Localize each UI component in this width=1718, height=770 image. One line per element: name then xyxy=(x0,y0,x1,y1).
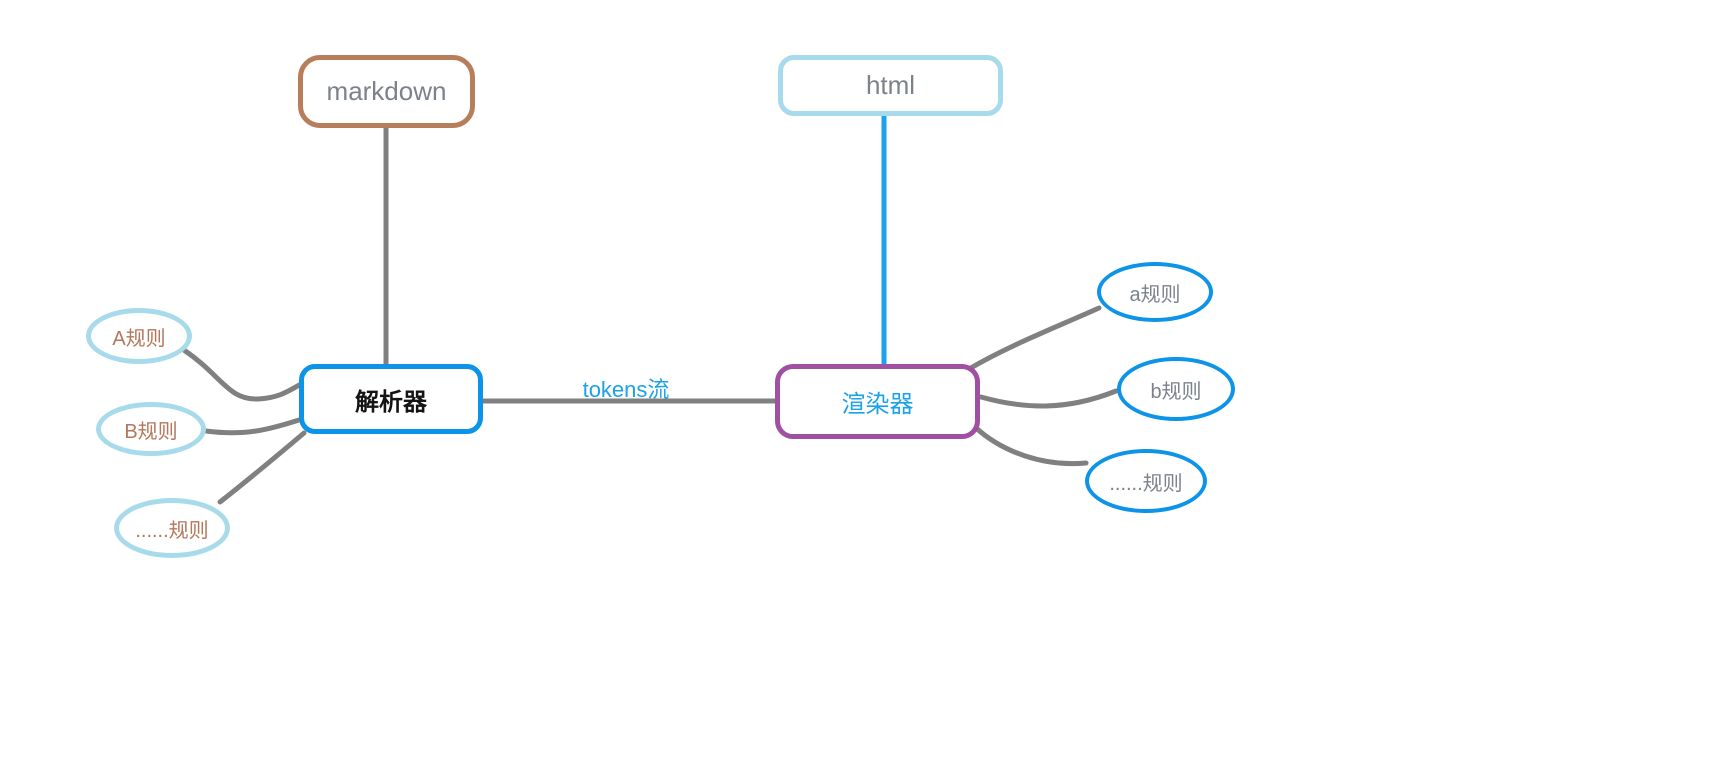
node-renderer-label: 渲染器 xyxy=(841,391,914,418)
node-rule-b-label: b规则 xyxy=(1150,380,1202,403)
node-rule-etc-right[interactable]: ......规则 xyxy=(1085,449,1207,513)
node-parser[interactable]: 解析器 xyxy=(299,364,483,434)
edge-ruleEtcLeft-parser xyxy=(217,430,307,505)
node-renderer[interactable]: 渲染器 xyxy=(775,364,980,439)
node-rule-b[interactable]: b规则 xyxy=(1117,357,1235,421)
node-rule-a-label: a规则 xyxy=(1129,283,1181,306)
edge-ruleA-parser xyxy=(181,347,304,402)
node-rule-etc-left[interactable]: ......规则 xyxy=(114,498,230,558)
edge-renderer-rulea xyxy=(966,305,1102,372)
edge-label-tokens-stream: tokens流 xyxy=(582,377,670,402)
node-rule-A-label: A规则 xyxy=(112,327,166,350)
edge-renderer-ruleb xyxy=(978,388,1119,409)
edge-renderer-ruleEtcRight xyxy=(972,424,1089,467)
node-markdown[interactable]: markdown xyxy=(298,55,475,128)
node-parser-label: 解析器 xyxy=(355,388,427,416)
node-rule-B[interactable]: B规则 xyxy=(96,402,206,456)
node-markdown-label: markdown xyxy=(326,76,447,106)
node-html[interactable]: html xyxy=(778,55,1003,116)
edge-ruleB-parser xyxy=(203,417,302,436)
node-rule-A[interactable]: A规则 xyxy=(86,308,192,364)
node-rule-a[interactable]: a规则 xyxy=(1097,262,1213,322)
node-rule-etc-left-label: ......规则 xyxy=(135,519,209,542)
node-rule-etc-right-label: ......规则 xyxy=(1109,472,1183,495)
node-html-label: html xyxy=(865,70,916,100)
node-rule-B-label: B规则 xyxy=(124,420,178,443)
